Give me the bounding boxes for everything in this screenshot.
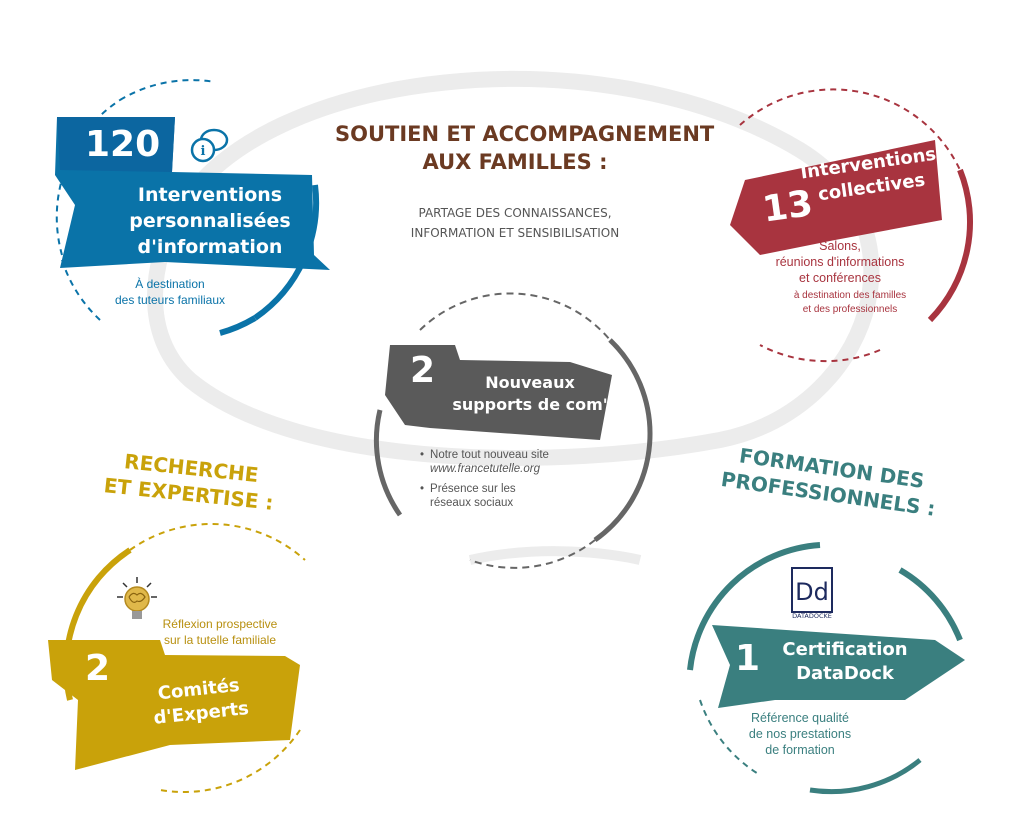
teal-desc-line2: de nos prestations xyxy=(748,727,852,741)
header-title-line1: SOUTIEN ET ACCOMPAGNEMENT xyxy=(335,122,715,146)
blue-label-line3: d'information xyxy=(137,236,283,258)
bullet-icon: • xyxy=(420,449,425,461)
header-subtitle: PARTAGE DES CONNAISSANCES, INFORMATION E… xyxy=(365,203,665,243)
gray-bullet2: • Présence sur les réseaux sociaux xyxy=(420,482,549,510)
teal-desc: Référence qualité de nos prestations de … xyxy=(725,710,875,758)
gray-bullet1-line2: www.francetutelle.org xyxy=(430,463,540,475)
gold-desc-line1: Réflexion prospective xyxy=(162,617,278,631)
bullet-icon: • xyxy=(420,483,425,495)
gray-banner xyxy=(385,345,612,440)
teal-label-line2: DataDock xyxy=(796,663,894,684)
teal-circle xyxy=(687,542,963,795)
svg-text:i: i xyxy=(201,144,206,159)
red-desc: Salons, réunions d'informations et confé… xyxy=(745,238,935,286)
header-subtitle-line2: INFORMATION ET SENSIBILISATION xyxy=(410,226,620,240)
gray-bullet2-line2: réseaux sociaux xyxy=(430,497,514,509)
red-desc-line2: réunions d'informations xyxy=(775,255,905,269)
blue-label-line1: Interventions xyxy=(137,184,283,206)
gold-banner xyxy=(48,640,300,770)
datadock-logo: Dd DATADOCKÉ xyxy=(790,566,840,624)
teal-label: Certification DataDock xyxy=(770,638,920,686)
red-note-line1: à destination des familles xyxy=(793,290,907,301)
teal-desc-line1: Référence qualité xyxy=(751,711,849,725)
datadock-logo-text: DATADOCKÉ xyxy=(792,611,832,620)
datadock-logo-letters: Dd xyxy=(795,578,829,606)
blue-note-line2: des tuteurs familiaux xyxy=(114,293,226,307)
blue-label: Interventions personnalisées d'informati… xyxy=(95,182,325,260)
gray-label-line2: supports de com' xyxy=(452,395,608,414)
gold-number: 2 xyxy=(85,648,111,689)
red-note: à destination des familles et des profes… xyxy=(760,289,940,317)
teal-banner xyxy=(712,625,965,708)
teal-label-line1: Certification xyxy=(782,639,908,660)
header-subtitle-line1: PARTAGE DES CONNAISSANCES, xyxy=(418,206,612,220)
blue-label-line2: personnalisées xyxy=(129,210,291,232)
lightbulb-brain-icon xyxy=(115,575,159,625)
gray-bullet1-line1: Notre tout nouveau site xyxy=(430,449,549,461)
red-desc-line1: Salons, xyxy=(819,239,861,253)
red-note-line2: et des professionnels xyxy=(802,304,898,315)
gray-circle xyxy=(373,292,653,569)
blue-note-line1: À destination xyxy=(135,277,205,291)
gray-bullet1: • Notre tout nouveau site www.francetute… xyxy=(420,448,549,476)
red-banner xyxy=(730,140,942,255)
red-circle xyxy=(739,88,973,363)
blue-note: À destination des tuteurs familiaux xyxy=(75,276,265,308)
header-title-line2: AUX FAMILLES : xyxy=(422,150,608,174)
gray-label: Nouveaux supports de com' xyxy=(450,372,610,416)
gray-bullets: • Notre tout nouveau site www.francetute… xyxy=(420,448,549,510)
gold-desc: Réflexion prospective sur la tutelle fam… xyxy=(140,616,300,648)
blue-number: 120 xyxy=(85,124,161,165)
gray-number: 2 xyxy=(410,350,436,391)
red-desc-line3: et conférences xyxy=(799,271,881,285)
header-title: SOUTIEN ET ACCOMPAGNEMENT AUX FAMILLES : xyxy=(335,120,715,176)
gold-desc-line2: sur la tutelle familiale xyxy=(163,633,277,647)
teal-desc-line3: de formation xyxy=(765,743,835,757)
info-chat-icon: i xyxy=(188,128,230,164)
teal-number: 1 xyxy=(735,638,761,679)
gray-label-line1: Nouveaux xyxy=(485,373,575,392)
gray-bullet2-line1: Présence sur les xyxy=(430,483,516,495)
